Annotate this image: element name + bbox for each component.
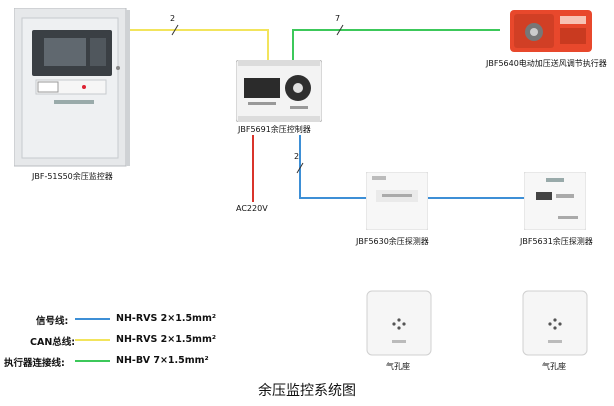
wire-slash-3: [296, 162, 304, 174]
legend-can-spec: NH-RVS 2×1.5mm²: [116, 334, 217, 345]
actuator: [508, 4, 596, 56]
legend-can-name: CAN总线:: [30, 337, 76, 348]
label-monitor: JBF-51S50余压监控器: [32, 172, 113, 181]
detector-a: [365, 171, 429, 231]
label-detector-a: JBF5630余压探测器: [356, 237, 429, 246]
pressure-controller: [235, 59, 323, 123]
legend-signal-spec: NH-RVS 2×1.5mm²: [116, 313, 217, 324]
detector-b: [523, 171, 587, 231]
legend-actuator-name: 执行器连接线:: [4, 358, 65, 369]
air-port-a: [366, 290, 432, 356]
wire-slash-2: [336, 24, 344, 36]
wire-slash-1: [171, 24, 179, 36]
wire-mark-can: 2: [170, 14, 176, 23]
legend-signal-name: 信号线:: [36, 316, 69, 327]
label-power: AC220V: [236, 204, 268, 213]
air-port-b: [522, 290, 588, 356]
label-detector-b: JBF5631余压探测器: [520, 237, 593, 246]
actuator-line: [292, 29, 500, 62]
signal-line: [299, 135, 560, 199]
wire-mark-signal: 2: [294, 152, 300, 161]
wire-mark-actuator: 7: [335, 14, 341, 23]
can-bus-line: [130, 29, 269, 62]
label-controller: JBF5691余压控制器: [238, 125, 311, 134]
diagram-caption: 余压监控系统图: [258, 383, 356, 399]
legend-actuator-spec: NH-BV 7×1.5mm²: [116, 355, 209, 366]
monitor-cabinet: [13, 7, 130, 168]
label-port-b: 气孔座: [542, 362, 566, 371]
label-port-a: 气孔座: [386, 362, 410, 371]
label-actuator: JBF5640电动加压送风调节执行器: [486, 59, 607, 68]
